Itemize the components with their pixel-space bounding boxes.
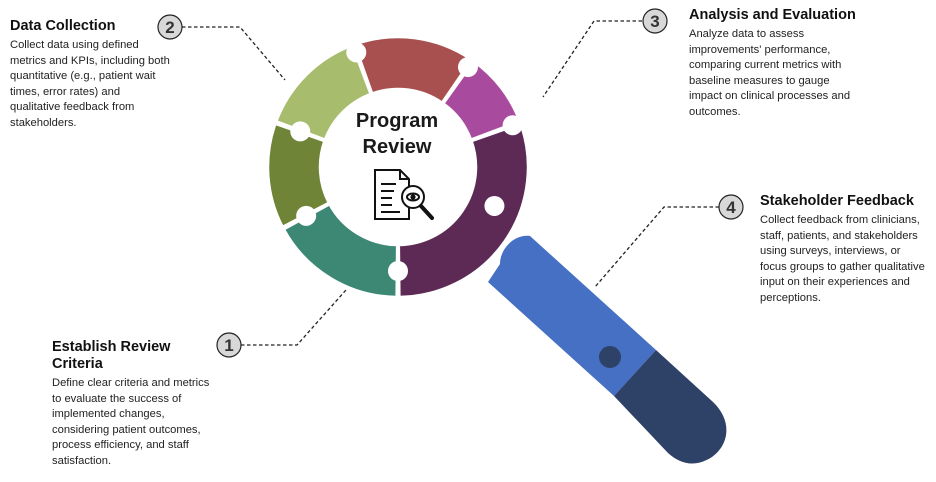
connector-line-4 [594, 206, 719, 288]
puzzle-knob-5 [502, 115, 523, 136]
ring-segment-olive [266, 122, 331, 229]
step-description: Collect feedback from clinicians, staff,… [760, 214, 925, 304]
step-establish-review-criteria: Establish Review Criteria Define clear c… [52, 339, 212, 469]
step-description: Define clear criteria and metrics to eva… [52, 377, 210, 467]
step-analysis-evaluation: Analysis and Evaluation Analyze data to … [689, 7, 864, 120]
center-title-line-2: Review [362, 136, 432, 158]
step-badge-number: 1 [224, 336, 233, 355]
puzzle-knob-4 [457, 57, 478, 78]
puzzle-knob-1 [296, 205, 317, 226]
handle-segment-navy [614, 350, 727, 464]
connector-line-3 [542, 20, 642, 98]
step-description: Analyze data to assess improvements' per… [689, 28, 851, 118]
step-title: Establish Review Criteria [52, 339, 171, 372]
step-badge-number: 3 [650, 12, 659, 31]
document-magnifier-icon [374, 169, 434, 220]
step-data-collection: Data Collection Collect data using defin… [10, 18, 170, 131]
connector-line-1 [217, 289, 347, 346]
step-badge-number: 4 [726, 198, 736, 217]
ring-segment-dark-teal [282, 202, 399, 299]
step-description: Collect data using defined metrics and K… [10, 39, 170, 129]
lens-ring [266, 35, 530, 299]
step-title: Data Collection [10, 18, 116, 34]
center-title: Program Review [330, 108, 464, 160]
puzzle-knob-6 [388, 261, 408, 281]
step-badge-number: 2 [165, 18, 174, 37]
step-badge-3: 3 [642, 8, 668, 34]
step-badge-4: 4 [718, 194, 744, 220]
center-title-line-1: Program [355, 110, 439, 132]
handle-puzzle-knob [597, 344, 623, 370]
puzzle-knob-2 [290, 121, 311, 142]
magnifier-handle [488, 235, 727, 464]
ring-puzzle-knobs [290, 42, 523, 281]
step-stakeholder-feedback: Stakeholder Feedback Collect feedback fr… [760, 193, 930, 306]
step-badge-1: 1 [216, 332, 242, 358]
step-title: Stakeholder Feedback [760, 193, 914, 209]
step-badge-2: 2 [157, 14, 183, 40]
puzzle-knob-7 [484, 195, 505, 216]
handle-segment-blue [488, 235, 656, 396]
connector-lines [182, 20, 719, 346]
connector-line-2 [182, 26, 286, 81]
ring-segment-plum [397, 122, 530, 299]
puzzle-knob-3 [346, 42, 367, 63]
step-title: Analysis and Evaluation [689, 7, 856, 23]
